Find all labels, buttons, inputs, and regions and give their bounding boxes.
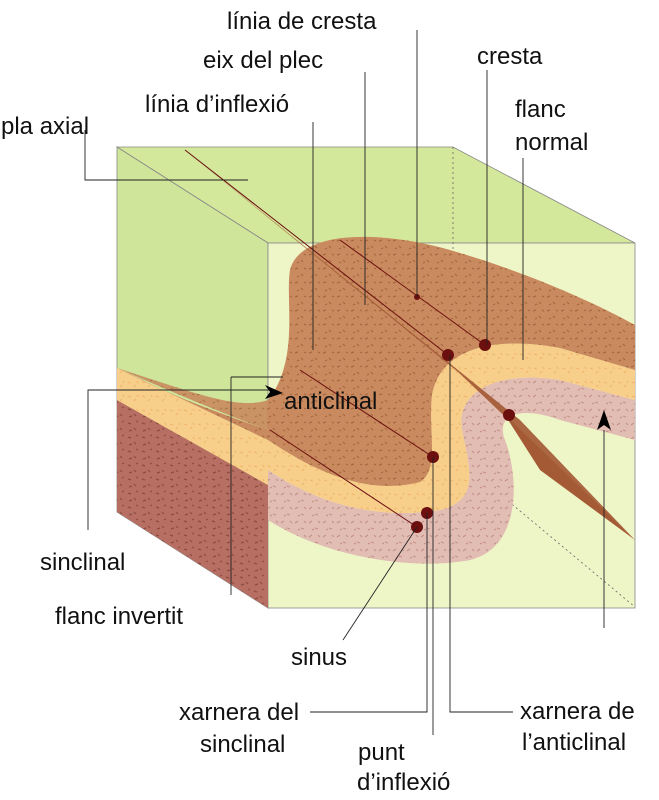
- front-middle-layer: [268, 343, 635, 514]
- label-linia-de-cresta: línia de cresta: [227, 8, 377, 35]
- axial-point: [503, 409, 515, 421]
- leader-sinus: [342, 526, 418, 641]
- left-face-upper-layer: [117, 368, 268, 440]
- label-pla-axial: pla axial: [1, 113, 89, 140]
- left-face-middle-layer: [117, 368, 268, 485]
- upper-layer-left-extension: [117, 368, 268, 430]
- front-upper-layer: [268, 236, 635, 486]
- normal-flank-arrow-icon: [597, 410, 611, 430]
- left-face-lower-layer: [117, 400, 268, 608]
- label-cresta: cresta: [477, 43, 543, 70]
- inflexion-line: [299, 369, 434, 458]
- leader-pla-axial: [84, 130, 248, 181]
- label-flanc-invertit: flanc invertit: [55, 603, 183, 630]
- label-sinclinal: sinclinal: [40, 549, 125, 576]
- front-lower-layer: [268, 377, 635, 564]
- anticlinal-arrow-icon: [265, 385, 283, 399]
- label-xarnera-anticlinal-2: l’anticlinal: [522, 729, 626, 756]
- crest-point: [479, 339, 491, 351]
- syncline-hinge-line: [269, 429, 418, 528]
- axial-plane-lower: [505, 415, 635, 540]
- crest-line: [339, 239, 486, 346]
- label-linia-inflexio: línia d’inflexió: [145, 91, 289, 118]
- leader-sinclinal: [87, 389, 270, 530]
- label-xarnera-anticlinal-1: xarnera de: [520, 698, 635, 725]
- label-sinus: sinus: [291, 644, 347, 671]
- label-flanc-normal-2: normal: [515, 129, 588, 156]
- leader-xarnera-anticlinal: [449, 355, 513, 713]
- fold-axis-line: [184, 149, 449, 356]
- label-punt-inflexio-1: punt: [358, 739, 405, 766]
- hidden-edge: [452, 147, 636, 608]
- label-anticlinal: anticlinal: [284, 388, 377, 415]
- label-xarnera-sinclinal-2: sinclinal: [200, 731, 285, 758]
- leader-xarnera-sinclinal: [310, 513, 428, 713]
- label-xarnera-sinclinal-1: xarnera del: [179, 699, 299, 726]
- label-flanc-normal-1: flanc: [515, 96, 566, 123]
- label-punt-inflexio-2: d’inflexió: [357, 769, 450, 796]
- label-eix-del-plec: eix del plec: [203, 47, 323, 74]
- anticline-hinge-point: [442, 349, 454, 361]
